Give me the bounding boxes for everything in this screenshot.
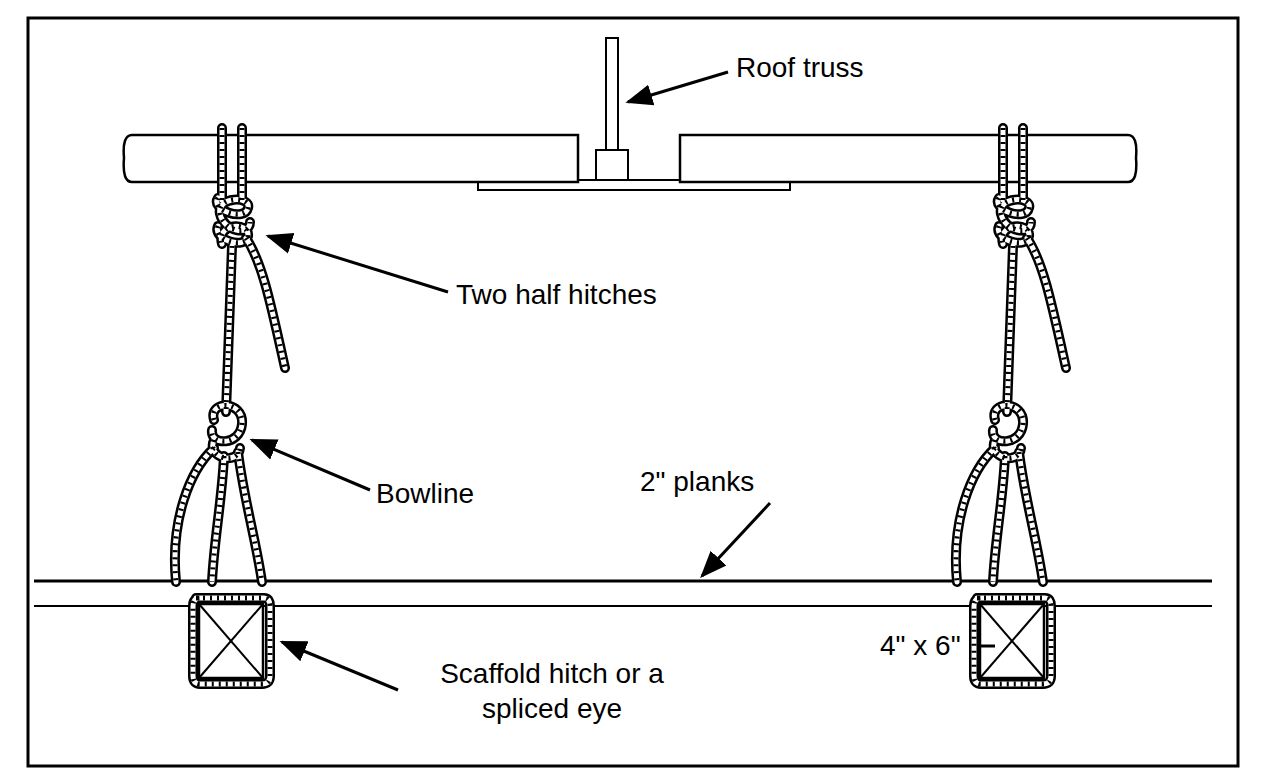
- leader-line: [252, 440, 370, 490]
- leader-line: [702, 503, 770, 576]
- beam: [680, 135, 1136, 182]
- beam: [124, 135, 578, 182]
- leader-line: [268, 236, 448, 292]
- rope-rig: [956, 128, 1066, 684]
- rope-rig: [175, 128, 285, 684]
- callout-label: Two half hitches: [456, 277, 716, 312]
- frame: [28, 18, 1238, 766]
- leader-line: [980, 645, 995, 648]
- leader-line: [628, 72, 728, 102]
- callout-label: 2" planks: [640, 464, 800, 499]
- callout-label: 4" x 6": [880, 628, 976, 663]
- callout-label: Roof truss: [736, 50, 936, 85]
- callout-label: Bowline: [376, 476, 516, 511]
- callout-label: Scaffold hitch or a spliced eye: [402, 656, 702, 726]
- leader-line: [282, 642, 398, 690]
